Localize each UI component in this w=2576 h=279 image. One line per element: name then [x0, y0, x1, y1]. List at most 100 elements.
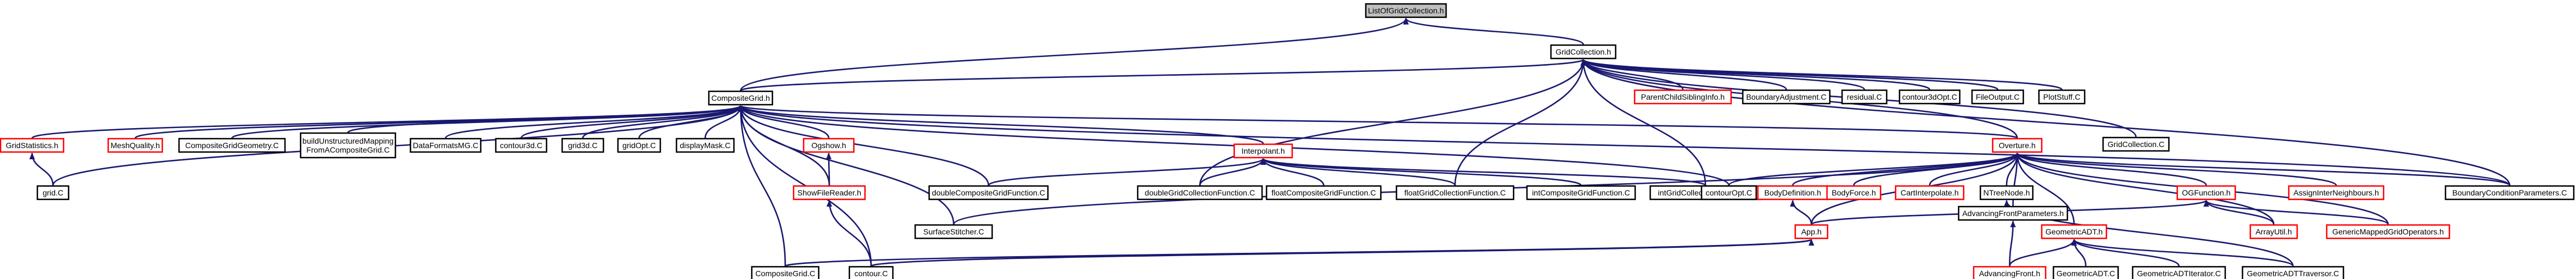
node-label: MeshQuality.h — [110, 141, 160, 150]
node-intcompositegridfunction-c[interactable]: intCompositeGridFunction.C — [1526, 185, 1636, 200]
node-label: intCompositeGridFunction.C — [1532, 188, 1630, 197]
node-advancingfront-h[interactable]: AdvancingFront.h — [1973, 266, 2047, 279]
node-box — [2444, 185, 2575, 200]
node-box — [0, 138, 65, 153]
node-box — [1979, 185, 2034, 200]
node-doublegridcollectionfunction-c[interactable]: doubleGridCollectionFunction.C — [1137, 185, 1263, 200]
node-listofgridcollection-h[interactable]: ListOfGridCollection.h — [1365, 3, 1447, 18]
edge-gridcollection-h-to-listofgridcollection-h — [1403, 18, 1584, 45]
node-box — [2241, 266, 2345, 279]
node-box — [299, 132, 397, 159]
node-overture-h[interactable]: Overture.h — [1992, 138, 2043, 153]
node-box — [1971, 89, 2024, 105]
node-boundaryconditionparameters-c[interactable]: BoundaryConditionParameters.C — [2444, 185, 2575, 200]
node-box — [1395, 185, 1515, 200]
node-label: CompositeGrid.h — [711, 94, 770, 102]
node-displaymask-c[interactable]: displayMask.C — [675, 138, 735, 153]
node-bodydefinition-h[interactable]: BodyDefinition.h — [1757, 185, 1829, 200]
node-box — [107, 138, 163, 153]
node-box — [1550, 44, 1617, 60]
node-ntreenode-h[interactable]: NTreeNode.h — [1979, 185, 2034, 200]
node-label: doubleGridCollectionFunction.C — [1145, 188, 1255, 197]
node-compositegrid-c[interactable]: CompositeGrid.C — [751, 266, 820, 279]
node-label: GeometricADTIterator.C — [2137, 269, 2221, 278]
node-plotstuff-c[interactable]: PlotStuff.C — [2038, 89, 2086, 105]
node-boundaryadjustment-c[interactable]: BoundaryAdjustment.C — [1742, 89, 1831, 105]
edge-contour-c-to-app-h — [870, 238, 1814, 267]
node-contour-c[interactable]: contour.C — [848, 266, 894, 279]
node-doublecompositegridfunction-c[interactable]: doubleCompositeGridFunction.C — [928, 185, 1049, 200]
edge-cartinterpolate-h-to-overture-h — [1929, 153, 2020, 186]
node-box — [803, 138, 855, 153]
node-box — [617, 138, 661, 153]
node-box — [792, 185, 866, 200]
node-grid-c[interactable]: grid.C — [36, 185, 70, 200]
edge-ogshow-h-to-compositegrid-h — [738, 105, 830, 139]
node-label: BoundaryConditionParameters.C — [2452, 188, 2567, 197]
node-label: BoundaryAdjustment.C — [1746, 92, 1826, 101]
node-gridcollection-c[interactable]: GridCollection.C — [2102, 136, 2170, 152]
node-geometricadt-c[interactable]: GeometricADT.C — [2052, 266, 2119, 279]
node-label: GridCollection.h — [1555, 47, 1611, 56]
node-contour3d-c[interactable]: contour3d.C — [495, 138, 548, 153]
node-dataformatsmg-c[interactable]: DataFormatsMG.C — [409, 138, 482, 153]
node-box — [409, 138, 482, 153]
node-cartinterpolate-h[interactable]: CartInterpolate.h — [1894, 185, 1965, 200]
node-advancingfrontparameters-h[interactable]: AdvancingFrontParameters.h — [1958, 205, 2068, 221]
node-geometricadttraversor-c[interactable]: GeometricADTTraversor.C — [2241, 266, 2345, 279]
node-buildunstructured-c[interactable]: buildUnstructuredMappingFromACompositeGr… — [299, 132, 397, 159]
node-label: PlotStuff.C — [2043, 92, 2081, 101]
edge-grid-c-to-compositegrid-h — [52, 105, 743, 186]
node-assignintergridneighbours-h[interactable]: AssignInterNeighbours.h — [2288, 185, 2385, 200]
node-label: App.h — [1801, 227, 1822, 236]
edge-doublecompositegridfunction-c-to-interpolant-h — [988, 158, 1266, 187]
edge-meshquality-h-to-compositegrid-h — [134, 105, 743, 139]
node-showfilereader-h[interactable]: ShowFileReader.h — [792, 185, 866, 200]
edge-plotstuff-c-to-gridcollection-h — [1581, 58, 2063, 91]
node-surfacestitcher-c[interactable]: SurfaceStitcher.C — [914, 224, 993, 239]
node-gridstatistics-h[interactable]: GridStatistics.h — [0, 138, 65, 153]
node-floatcompositegridfunction-c[interactable]: floatCompositeGridFunction.C — [1265, 185, 1382, 200]
node-label: buildUnstructuredMapping — [302, 136, 393, 145]
node-label: floatCompositeGridFunction.C — [1272, 188, 1376, 197]
node-geometricadt-h[interactable]: GeometricADT.h — [2041, 224, 2108, 239]
node-label: GridStatistics.h — [6, 141, 58, 150]
node-grid3d-c[interactable]: grid3d.C — [561, 138, 605, 153]
edge-boundaryconditionparameters-c-to-gridcollection-h — [1581, 59, 2511, 186]
node-contour3dopt-c[interactable]: contour3dOpt.C — [1898, 89, 1961, 105]
node-fileoutput-c[interactable]: FileOutput.C — [1971, 89, 2024, 105]
node-arrayutil-h[interactable]: ArrayUtil.h — [2249, 224, 2298, 239]
node-box — [675, 138, 735, 153]
node-box — [2176, 185, 2236, 200]
node-label: GeometricADT.C — [2056, 269, 2115, 278]
node-interpolant-h[interactable]: Interpolant.h — [1233, 143, 1293, 159]
node-compositegridgeometry-c[interactable]: CompositeGridGeometry.C — [178, 138, 286, 153]
node-gridopt-c[interactable]: gridOpt.C — [617, 138, 661, 153]
node-app-h[interactable]: App.h — [1794, 224, 1829, 239]
node-layer: ListOfGridCollection.hGridCollection.hCo… — [0, 3, 2575, 279]
edge-bodyforce-h-to-overture-h — [1853, 153, 2020, 186]
edge-grid-c-to-gridstatistics-h — [29, 153, 54, 186]
node-genericmappedgridoperators-h[interactable]: GenericMappedGridOperators.h — [2326, 224, 2451, 239]
node-parentchildsiblinginfo-h[interactable]: ParentChildSiblingInfo.h — [1633, 89, 1732, 105]
node-contouropt-c[interactable]: contourOpt.C — [1700, 185, 1757, 200]
edge-genericmappedgridoperators-h-to-ogfunction-h — [2203, 199, 2389, 226]
node-residual-c[interactable]: residual.C — [1841, 89, 1888, 105]
node-label: AdvancingFront.h — [1979, 269, 2041, 278]
node-ogshow-h[interactable]: Ogshow.h — [803, 138, 855, 153]
node-label: Ogshow.h — [811, 141, 846, 150]
node-ogfunction-h[interactable]: OGFunction.h — [2176, 185, 2236, 200]
node-geometricaditerator-c[interactable]: GeometricADTIterator.C — [2132, 266, 2226, 279]
node-compositegrid-h[interactable]: CompositeGrid.h — [708, 90, 774, 106]
node-box — [36, 185, 70, 200]
node-label: ParentChildSiblingInfo.h — [1641, 92, 1724, 101]
node-label: NTreeNode.h — [1983, 188, 2030, 197]
edge-contour-c-to-showfilereader-h — [827, 200, 872, 267]
node-gridcollection-h[interactable]: GridCollection.h — [1550, 44, 1617, 60]
edge-overture-h-to-compositegrid-h — [738, 105, 2018, 139]
node-box — [178, 138, 286, 153]
node-floatgridcollectionfunction-c[interactable]: floatGridCollectionFunction.C — [1395, 185, 1515, 200]
node-meshquality-h[interactable]: MeshQuality.h — [107, 138, 163, 153]
node-bodyforce-h[interactable]: BodyForce.h — [1826, 185, 1882, 200]
node-label: doubleCompositeGridFunction.C — [932, 188, 1045, 197]
